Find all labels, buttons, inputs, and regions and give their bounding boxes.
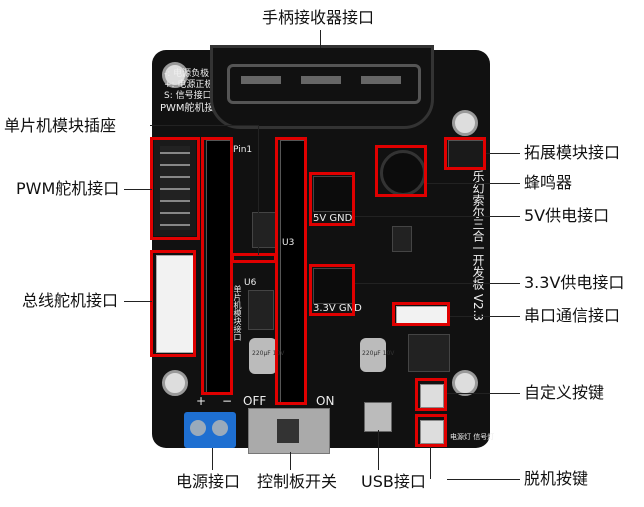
capacitor xyxy=(249,338,277,374)
offline-button[interactable] xyxy=(420,420,444,444)
label-mcu-socket: 单片机模块插座 xyxy=(4,116,117,135)
label-5v: 5V供电接口 xyxy=(524,206,610,225)
legend-line: +: 电源正极 xyxy=(164,80,214,90)
leader-line xyxy=(447,393,520,394)
leader-line xyxy=(124,301,152,302)
capacitor xyxy=(360,338,386,372)
highlight-pwm xyxy=(150,137,200,240)
highlight-custom-btn xyxy=(415,378,447,411)
led-labels: 电源灯 信号灯 xyxy=(450,433,495,441)
minus-sign: − xyxy=(222,394,233,408)
label-power-input: 电源接口 xyxy=(176,472,241,491)
label-bus-servo: 总线舵机接口 xyxy=(22,291,119,310)
leader-line xyxy=(378,430,379,470)
custom-button[interactable] xyxy=(420,384,444,408)
leader-line xyxy=(355,283,520,284)
mounting-hole xyxy=(452,110,478,136)
label-custom-button: 自定义按键 xyxy=(524,383,605,402)
label-gamepad-receiver: 手柄接收器接口 xyxy=(262,8,375,27)
expansion-header xyxy=(448,140,486,168)
mounting-hole xyxy=(162,370,188,396)
leader-line xyxy=(212,448,213,470)
highlight-serial xyxy=(392,302,450,326)
leader-line xyxy=(355,216,520,217)
highlight-mcu-bridge xyxy=(231,253,277,263)
highlight-mcu-left xyxy=(201,137,233,395)
legend-line: S: 信号接口 xyxy=(164,91,212,101)
leader-line xyxy=(258,125,259,255)
board-name: 乐幻索尔三合一开发板 V2.3 xyxy=(471,170,485,322)
highlight-offline-btn xyxy=(415,414,447,447)
label-33v-gnd: 3.3V GND xyxy=(313,303,362,314)
ic-chip xyxy=(252,212,276,248)
pwm-silk-title: PWM舵机接口 xyxy=(160,103,225,114)
leader-line xyxy=(290,452,291,470)
label-usb: USB接口 xyxy=(361,472,426,491)
switch-on-label: ON xyxy=(316,394,335,408)
capacitor-label: 220μF 10V xyxy=(252,350,285,357)
power-switch[interactable] xyxy=(248,408,330,454)
highlight-5v xyxy=(309,172,355,226)
label-expansion: 拓展模块接口 xyxy=(524,143,621,162)
label-5v-gnd: 5V GND xyxy=(313,213,353,224)
leader-line xyxy=(150,125,258,126)
pwm-servo-pins xyxy=(154,140,196,236)
label-board-switch: 控制板开关 xyxy=(257,472,338,491)
label-serial: 串口通信接口 xyxy=(524,306,621,325)
ic-chip xyxy=(248,290,274,330)
leader-line xyxy=(450,316,520,317)
gamepad-receiver-connector xyxy=(210,45,434,129)
leader-line xyxy=(320,30,321,48)
label-buzzer: 蜂鸣器 xyxy=(524,173,573,192)
switch-off-label: OFF xyxy=(243,394,267,408)
power-terminal xyxy=(184,412,236,448)
voltage-regulator xyxy=(392,226,412,252)
highlight-33v xyxy=(309,264,355,316)
u3-label: U3 xyxy=(282,238,295,248)
leader-line xyxy=(486,153,520,154)
label-offline-button: 脱机按键 xyxy=(524,469,589,488)
highlight-mcu-right xyxy=(275,137,307,405)
leader-line xyxy=(427,183,520,184)
plus-sign: + xyxy=(196,394,207,408)
leader-line xyxy=(124,189,152,190)
pin1-label: Pin1 xyxy=(233,145,253,155)
capacitor-label: 220μF 10V xyxy=(362,350,395,357)
highlight-expansion xyxy=(444,137,486,170)
label-pwm-servo: PWM舵机接口 xyxy=(16,179,120,198)
highlight-bus xyxy=(150,250,196,357)
socket-silk-text: 单片机模块接口 xyxy=(233,285,242,341)
legend-line: -: 电源负极 xyxy=(164,69,210,79)
usb-port xyxy=(364,402,392,432)
mounting-hole xyxy=(162,62,188,88)
u6-label: U6 xyxy=(244,278,257,288)
leader-line xyxy=(447,479,520,480)
highlight-buzzer xyxy=(375,145,427,197)
leader-line xyxy=(430,447,431,479)
ic-chip xyxy=(408,334,450,372)
label-33v: 3.3V供电接口 xyxy=(524,273,625,292)
mounting-hole xyxy=(452,370,478,396)
